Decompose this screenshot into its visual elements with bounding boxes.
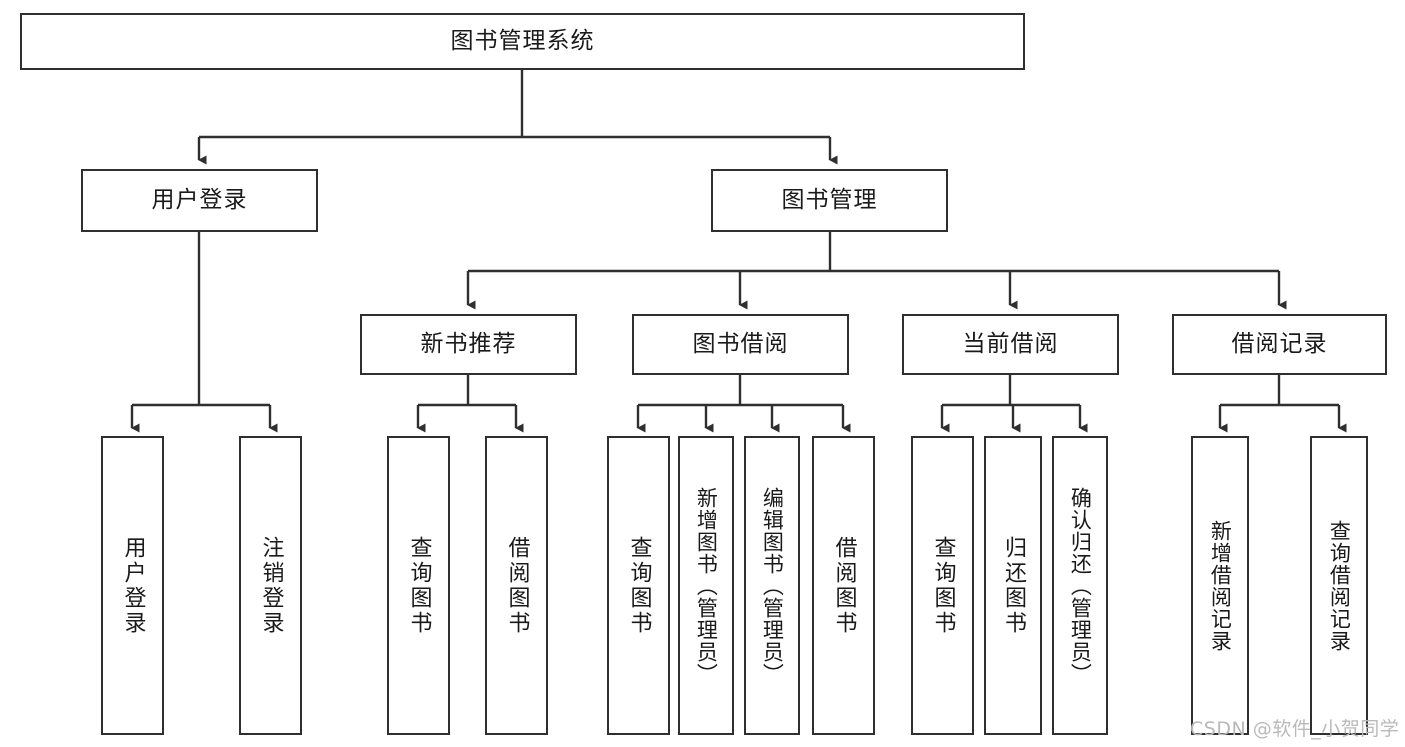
- leaf-node-label: 确认归还（管理员）: [1068, 486, 1093, 685]
- leaf-node[interactable]: 编辑图书（管理员）: [744, 436, 800, 735]
- edges-newbook-to-leaves: [416, 375, 524, 433]
- leaf-node-label: 借阅图书: [504, 535, 530, 636]
- leaf-node[interactable]: 查询图书: [387, 436, 450, 735]
- leaf-node-label: 注销登录: [258, 535, 284, 636]
- leaf-node-label: 查询图书: [930, 535, 956, 636]
- node-current-borrow-label: 当前借阅: [962, 330, 1059, 357]
- node-root[interactable]: 图书管理系统: [20, 13, 1025, 70]
- leaf-node-label: 查询图书: [626, 535, 652, 636]
- leaf-node-label: 编辑图书（管理员）: [760, 486, 785, 685]
- leaf-node[interactable]: 新增借阅记录: [1191, 436, 1249, 735]
- node-root-label: 图书管理系统: [450, 27, 595, 54]
- leaf-node[interactable]: 查询图书: [911, 436, 974, 735]
- edges-current-to-leaves: [940, 375, 1088, 433]
- leaf-node[interactable]: 确认归还（管理员）: [1052, 436, 1108, 735]
- node-user-login[interactable]: 用户登录: [81, 169, 318, 232]
- node-book-borrow[interactable]: 图书借阅: [632, 314, 849, 375]
- node-new-book-recommend-label: 新书推荐: [420, 330, 517, 357]
- leaf-node[interactable]: 查询图书: [607, 436, 670, 735]
- node-book-management[interactable]: 图书管理: [711, 169, 948, 232]
- edges-login-to-leaves: [130, 232, 278, 433]
- leaf-node-label: 新增借阅记录: [1208, 519, 1233, 652]
- node-user-login-label: 用户登录: [151, 186, 248, 213]
- node-current-borrow[interactable]: 当前借阅: [902, 314, 1119, 375]
- edges-root-to-level2: [197, 70, 838, 165]
- leaf-node-label: 归还图书: [1000, 535, 1026, 636]
- edges-borrow-to-leaves: [636, 375, 851, 433]
- leaf-node-label: 查询借阅记录: [1327, 519, 1352, 652]
- leaf-node[interactable]: 借阅图书: [812, 436, 875, 735]
- leaf-node[interactable]: 用户登录: [101, 436, 164, 735]
- csdn-watermark: CSDN @软件_小贺同学: [1190, 718, 1400, 740]
- leaf-node-label: 用户登录: [120, 535, 146, 636]
- leaf-node-label: 查询图书: [406, 535, 432, 636]
- node-borrow-record[interactable]: 借阅记录: [1172, 314, 1387, 375]
- leaf-node-label: 新增图书（管理员）: [694, 486, 719, 685]
- leaf-node[interactable]: 归还图书: [984, 436, 1042, 735]
- node-borrow-record-label: 借阅记录: [1231, 330, 1328, 357]
- node-book-borrow-label: 图书借阅: [692, 330, 789, 357]
- leaf-node[interactable]: 新增图书（管理员）: [678, 436, 734, 735]
- leaf-node[interactable]: 借阅图书: [485, 436, 548, 735]
- edges-record-to-leaves: [1218, 375, 1347, 433]
- leaf-node[interactable]: 注销登录: [239, 436, 302, 735]
- node-book-management-label: 图书管理: [781, 186, 878, 213]
- node-new-book-recommend[interactable]: 新书推荐: [360, 314, 577, 375]
- edges-bookmgmt-to-level3: [466, 232, 1287, 310]
- leaf-node-label: 借阅图书: [831, 535, 857, 636]
- leaf-node[interactable]: 查询借阅记录: [1310, 436, 1368, 735]
